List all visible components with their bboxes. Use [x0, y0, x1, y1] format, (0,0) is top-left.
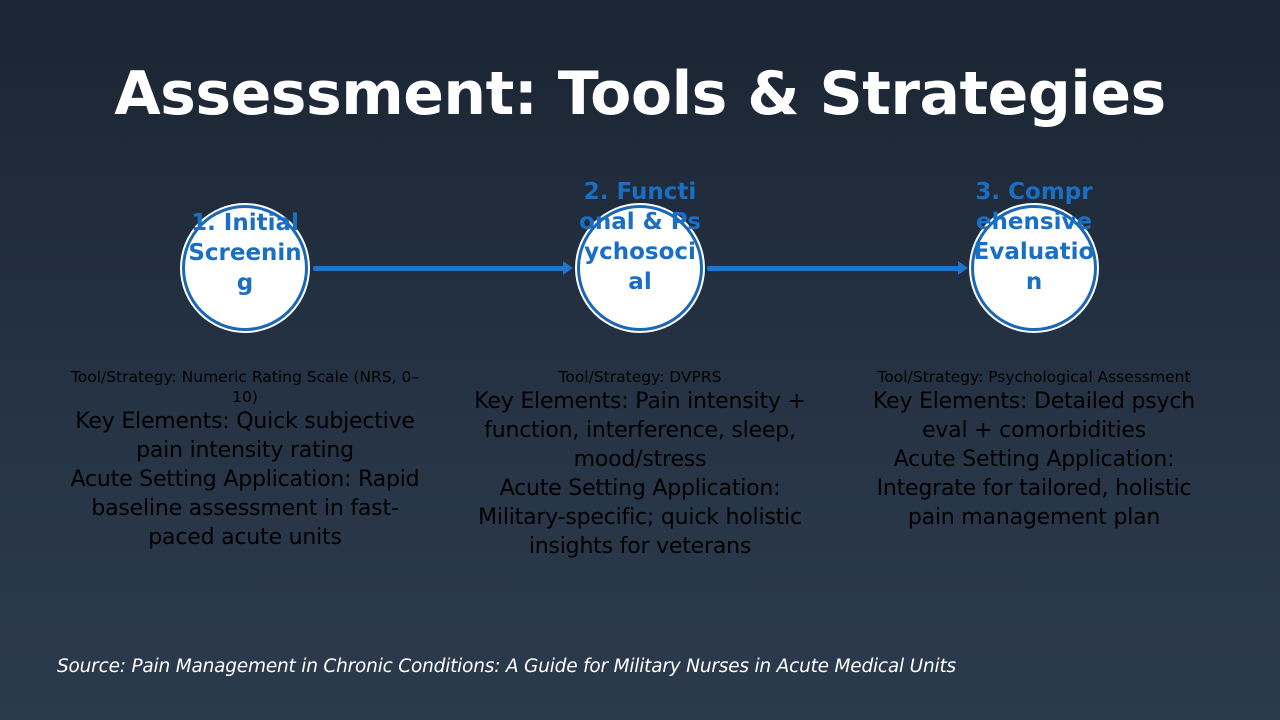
step-circle: [971, 205, 1097, 331]
arrowhead-icon: [958, 261, 968, 275]
tool-text: Tool/Strategy: Psychological Assessment: [877, 368, 1191, 386]
step-details: Tool/Strategy: Numeric Rating Scale (NRS…: [65, 367, 425, 552]
tool-text: Tool/Strategy: DVPRS: [558, 368, 722, 386]
tool-text: Tool/Strategy: Numeric Rating Scale (NRS…: [70, 368, 420, 406]
key-elements-text: Key Elements: Quick subjective pain inte…: [75, 409, 415, 463]
application-text: Acute Setting Application: Military-spec…: [478, 476, 802, 559]
step-details: Tool/Strategy: DVPRS Key Elements: Pain …: [460, 367, 820, 561]
application-text: Acute Setting Application: Rapid baselin…: [70, 467, 420, 550]
step-label: 3. Comprehensive Evaluation: [973, 179, 1095, 295]
arrowhead-icon: [563, 261, 573, 275]
step-details: Tool/Strategy: Psychological Assessment …: [854, 367, 1214, 532]
key-elements-text: Key Elements: Detailed psych eval + como…: [872, 389, 1195, 443]
source-prefix: Source:: [57, 656, 132, 677]
source-citation: Source: Pain Management in Chronic Condi…: [57, 656, 956, 677]
step-circle: [182, 205, 308, 331]
step-label: 1. Initial Screening: [188, 210, 302, 296]
arrow-connector-2: [707, 261, 968, 275]
slide-title: Assessment: Tools & Strategies: [114, 59, 1166, 129]
source-title: Pain Management in Chronic Conditions: A…: [131, 656, 956, 677]
arrow-connector-1: [313, 261, 573, 275]
application-text: Acute Setting Application: Integrate for…: [876, 447, 1192, 530]
step-label: 2. Functional & Psychosocial: [579, 179, 701, 295]
key-elements-text: Key Elements: Pain intensity + function,…: [474, 389, 806, 472]
step-circle: [577, 205, 703, 331]
